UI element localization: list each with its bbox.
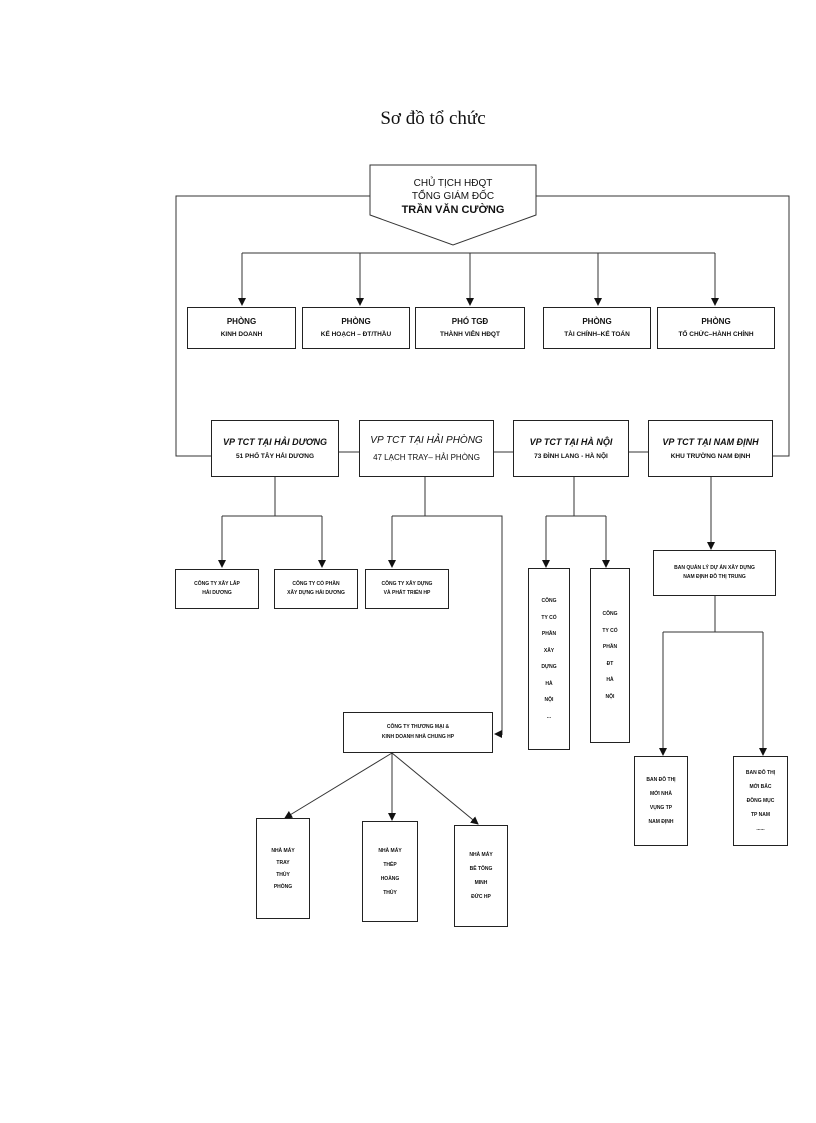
dept-sub: TỔ CHỨC–HÀNH CHÍNH — [678, 331, 754, 339]
head-line1: CHỦ TỊCH HĐQT — [413, 178, 493, 189]
dept-sub: KẾ HOẠCH – ĐT/THẦU — [320, 331, 392, 339]
unit-line: PHẦN — [541, 631, 557, 637]
unit-line: VỤNG TP — [649, 805, 673, 811]
factory-box: NHÀ MÁY BÊ TÔNG MINH ĐỨC HP — [454, 825, 508, 927]
unit-line: VÀ PHÁT TRIỂN HP — [383, 590, 431, 596]
head-shape — [369, 164, 537, 246]
unit-line: THỦY — [383, 889, 397, 896]
dept-title: PHÒNG — [582, 317, 612, 327]
unit-line: ĐT — [606, 660, 614, 667]
office-box: VP TCT TẠI HẢI DƯƠNG 51 PHỐ TÂY HẢI DƯƠNG — [211, 420, 339, 477]
unit-line: HOÀNG — [380, 875, 400, 882]
unit-box: CÔNG TY XÂY DỰNG VÀ PHÁT TRIỂN HP — [365, 569, 449, 609]
unit-line: XÂY DỰNG HẢI DƯƠNG — [287, 590, 345, 596]
unit-line: ĐỒNG MỤC — [746, 798, 775, 804]
unit-line: PHẦN — [602, 644, 618, 650]
office-box: VP TCT TẠI HẢI PHÒNG 47 LẠCH TRAY– HẢI PH… — [359, 420, 494, 477]
unit-line: TY CỔ — [541, 614, 557, 621]
unit-line: THÉP — [383, 861, 397, 868]
unit-line: DỰNG — [541, 664, 557, 670]
unit-box: BAN ĐÔ THỊ MỚI BẮC ĐỒNG MỤC TP NAM...... — [733, 756, 788, 846]
unit-line: HÀ — [545, 680, 553, 687]
unit-box: CÔNG TY XÂY LẮP HẢI DƯƠNG — [175, 569, 259, 609]
unit-box: BAN QUẢN LÝ DỰ ÁN XÂY DỰNG NAM ĐỊNH ĐÔ TH… — [653, 550, 776, 596]
unit-line: MỚI BẮC — [749, 784, 772, 790]
head-line2: TỔNG GIÁM ĐỐC — [411, 191, 495, 202]
unit-line: NHÀ MÁY — [271, 847, 295, 854]
page-title: Sơ đồ tổ chức — [380, 108, 486, 129]
unit-line: MỚI NHÀ — [649, 791, 673, 797]
unit-line: THỦY — [276, 871, 290, 878]
dept-title: PHÓ TGĐ — [451, 317, 489, 327]
dept-box: PHÒNG KẾ HOẠCH – ĐT/THẦU — [302, 307, 410, 349]
office-title: VP TCT TẠI HẢI PHÒNG — [370, 435, 483, 447]
outer-left-line — [175, 195, 370, 457]
unit-line: NHÀ MÁY — [378, 847, 402, 854]
dept-sub: KINH DOANH — [220, 331, 263, 339]
unit-line: NỘI — [605, 693, 615, 700]
unit-line: TRAY — [276, 859, 290, 866]
dept-title: PHÒNG — [701, 317, 731, 327]
unit-box: CÔNG TY CỔ PHẦN XÂY DỰNG HÀ NỘI... — [528, 568, 570, 750]
unit-line: NAM ĐỊNH — [648, 819, 674, 825]
factory-box: NHÀ MÁY TRAY THỦY PHÒNG — [256, 818, 310, 919]
unit-line: NAM ĐỊNH ĐÔ THỊ TRUNG — [683, 574, 746, 580]
office-title: VP TCT TẠI NAM ĐỊNH — [662, 436, 759, 447]
dept-title: PHÒNG — [341, 317, 371, 327]
unit-line: PHÒNG — [273, 883, 293, 890]
office-box: VP TCT TẠI NAM ĐỊNH KHU TRƯỜNG NAM ĐỊNH — [648, 420, 773, 477]
unit-line: CÔNG TY XÂY LẮP — [194, 580, 240, 587]
office-title: VP TCT TẠI HÀ NỘI — [529, 436, 613, 447]
company-line: CÔNG TY THƯƠNG MẠI & — [386, 724, 450, 730]
unit-line: CÔNG — [541, 598, 557, 604]
unit-line: HẢI DƯƠNG — [202, 590, 232, 596]
office-address: 47 LẠCH TRAY– HẢI PHÒNG — [373, 453, 480, 463]
unit-box: CÔNG TY CỔ PHẦN XÂY DỰNG HẢI DƯƠNG — [274, 569, 358, 609]
office-box: VP TCT TẠI HÀ NỘI 73 ĐÌNH LANG - HÀ NỘI — [513, 420, 629, 477]
unit-line: BAN ĐÔ THỊ — [745, 770, 776, 776]
dept-sub: THÀNH VIÊN HĐQT — [440, 331, 500, 339]
head-box: CHỦ TỊCH HĐQT TỔNG GIÁM ĐỐC TRẦN VĂN CƯỜ… — [370, 165, 536, 245]
office-address: KHU TRƯỜNG NAM ĐỊNH — [670, 452, 751, 460]
unit-line: TP NAM — [750, 812, 771, 818]
unit-line: BÊ TÔNG — [469, 866, 493, 872]
unit-line: CÔNG TY CỔ PHẦN — [292, 580, 340, 587]
dept-box: PHÒNG TỔ CHỨC–HÀNH CHÍNH — [657, 307, 775, 349]
dept-sub: TÀI CHÍNH–KẾ TOÁN — [564, 331, 630, 339]
unit-line: TY CỔ — [602, 627, 618, 634]
unit-line: MINH — [474, 880, 488, 886]
unit-line: BAN QUẢN LÝ DỰ ÁN XÂY DỰNG — [674, 564, 755, 571]
unit-line: XÂY — [543, 647, 555, 654]
dept-title: PHÒNG — [226, 317, 257, 327]
unit-line: ... — [546, 713, 552, 720]
office-address: 51 PHỐ TÂY HẢI DƯƠNG — [236, 452, 314, 460]
office-title: VP TCT TẠI HẢI DƯƠNG — [223, 436, 327, 447]
outer-right-line — [536, 195, 790, 457]
unit-line: ĐỨC HP — [471, 894, 491, 900]
dept-box: PHÒNG KINH DOANH — [187, 307, 296, 349]
company-box: CÔNG TY THƯƠNG MẠI & KINH DOANH NHÀ CHUNG… — [343, 712, 493, 753]
dept-box: PHÒNG TÀI CHÍNH–KẾ TOÁN — [543, 307, 651, 349]
company-line: KINH DOANH NHÀ CHUNG HP — [381, 733, 455, 740]
unit-line: HÀ — [606, 677, 614, 683]
unit-box: CÔNG TY CỔ PHẦN ĐT HÀ NỘI — [590, 568, 630, 743]
factory-box: NHÀ MÁY THÉP HOÀNG THỦY — [362, 821, 418, 922]
head-name: TRẦN VĂN CƯỜNG — [401, 204, 505, 216]
unit-line: BAN ĐÔ THỊ — [646, 777, 676, 783]
dept-box: PHÓ TGĐ THÀNH VIÊN HĐQT — [415, 307, 525, 349]
unit-line: NỘI — [544, 697, 554, 703]
unit-line: CÔNG — [602, 611, 618, 617]
office-address: 73 ĐÌNH LANG - HÀ NỘI — [534, 452, 608, 460]
unit-line: CÔNG TY XÂY DỰNG — [381, 580, 433, 587]
unit-box: BAN ĐÔ THỊ MỚI NHÀ VỤNG TP NAM ĐỊNH — [634, 756, 688, 846]
unit-line: ...... — [756, 826, 765, 832]
unit-line: NHÀ MÁY — [469, 852, 493, 858]
